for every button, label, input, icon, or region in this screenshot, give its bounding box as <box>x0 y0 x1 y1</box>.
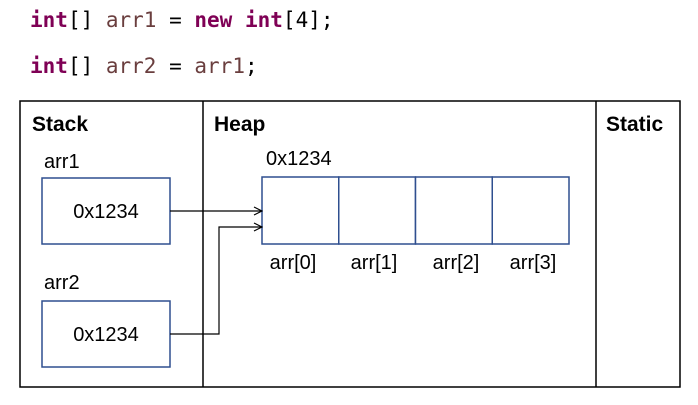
static-label: Static <box>606 113 664 136</box>
brackets: [] <box>67 8 106 32</box>
heap-cell <box>261 176 340 245</box>
variable-arr1: arr1 <box>105 8 157 32</box>
variable-arr1-ref: arr1 <box>194 54 245 78</box>
keyword-int-2: int <box>244 8 283 32</box>
brackets: [] <box>67 54 106 78</box>
heap-cell <box>338 176 417 245</box>
stack-var-value-arr1: 0x1234 <box>73 201 139 223</box>
semicolon: ; <box>244 54 258 78</box>
heap-cell-label: arr[0] <box>270 252 317 274</box>
heap-array: arr[0] arr[1] arr[2] arr[3] <box>261 176 570 274</box>
assign-operator: = <box>156 8 195 32</box>
memory-frame <box>19 100 681 388</box>
heap-label: Heap <box>214 113 265 136</box>
stack-var-box-arr2 <box>41 300 171 368</box>
heap-cell <box>491 176 570 245</box>
keyword-int: int <box>30 54 68 78</box>
stack-var-box-arr1 <box>41 177 171 245</box>
arrow-arr2-to-heap <box>170 227 262 335</box>
keyword-new: new <box>194 8 233 32</box>
heap-cell <box>414 176 493 245</box>
stack-var-name-arr1: arr1 <box>44 151 80 173</box>
heap-cell-label: arr[3] <box>510 252 557 274</box>
stack-var-name-arr2: arr2 <box>44 272 80 294</box>
code-line-1: int[] arr1 = new int[4]; <box>30 8 334 32</box>
heap-address: 0x1234 <box>266 148 332 170</box>
stack-var-value-arr2: 0x1234 <box>73 324 139 346</box>
code-line-2: int[] arr2 = arr1; <box>30 54 258 78</box>
heap-cell-label: arr[2] <box>433 252 480 274</box>
array-size: [4]; <box>282 8 334 32</box>
assign-operator: = <box>156 54 195 78</box>
keyword-int: int <box>30 8 68 32</box>
stack-label: Stack <box>32 113 88 136</box>
variable-arr2: arr2 <box>105 54 157 78</box>
heap-cell-label: arr[1] <box>351 252 398 274</box>
